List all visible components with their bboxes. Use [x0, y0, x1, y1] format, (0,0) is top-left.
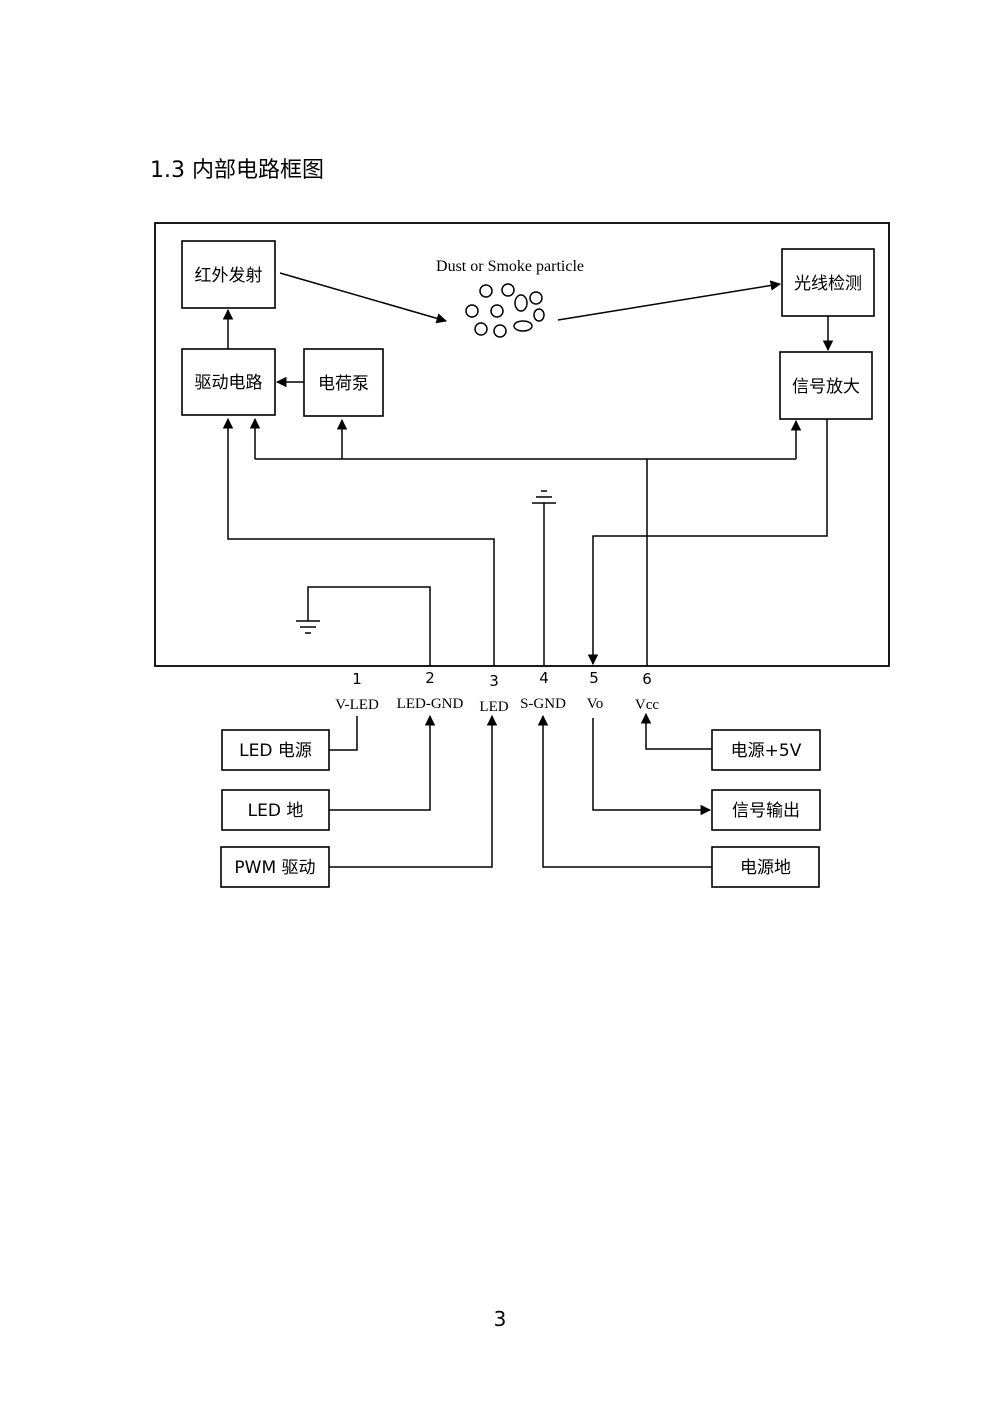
pin-name: LED [479, 699, 508, 715]
led-power-label: LED 电源 [239, 741, 312, 761]
ir-emitter-block: 红外发射 [181, 240, 276, 309]
led-ground-label: LED 地 [248, 801, 304, 821]
pin-number: 2 [425, 669, 435, 687]
power-ground-wire [537, 714, 712, 868]
light-detect-label: 光线检测 [794, 274, 862, 294]
drive-circuit-block: 驱动电路 [181, 348, 276, 416]
sensor-enclosure [154, 222, 890, 667]
power-ground-label: 电源地 [740, 858, 791, 878]
power-5v-box: 电源+5V [711, 729, 821, 771]
emitted-light-arrow [279, 272, 448, 324]
charge-pump-block: 电荷泵 [303, 348, 384, 417]
charge-pump-label: 电荷泵 [318, 374, 369, 394]
pin-name: Vo [587, 696, 603, 712]
pin-number: 5 [589, 669, 599, 687]
pin-number: 4 [539, 669, 549, 687]
led-power-wire [329, 716, 358, 751]
page-number: 3 [493, 1307, 507, 1331]
pwm-drive-box: PWM 驱动 [220, 846, 330, 888]
ground-icon [296, 620, 320, 634]
particle-label: Dust or Smoke particle [436, 258, 584, 275]
ir-emitter-label: 红外发射 [195, 266, 263, 286]
power-ground-box: 电源地 [711, 846, 820, 888]
pin-name: LED-GND [397, 696, 464, 712]
led-power-box: LED 电源 [221, 729, 330, 771]
pin-number: 1 [352, 670, 362, 688]
led-ground-wire [329, 714, 436, 811]
signal-out-label: 信号输出 [732, 801, 800, 821]
scattered-light-arrow [557, 280, 782, 321]
pwm-drive-label: PWM 驱动 [234, 858, 315, 878]
signal-out-box: 信号输出 [711, 789, 821, 831]
pin-name: S-GND [520, 696, 566, 712]
drive-circuit-label: 驱动电路 [195, 373, 263, 393]
pin-number: 3 [489, 672, 499, 690]
power-5v-label: 电源+5V [731, 741, 802, 761]
signal-out-wire [592, 718, 712, 816]
ground-icon [532, 490, 556, 504]
pwm-drive-wire [329, 714, 498, 868]
led-ground-box: LED 地 [221, 789, 330, 831]
signal-amp-block: 信号放大 [779, 351, 873, 420]
pin-name: Vcc [635, 697, 659, 713]
pin-name: V-LED [335, 697, 379, 713]
signal-amp-label: 信号放大 [792, 377, 860, 397]
light-detect-block: 光线检测 [781, 248, 875, 317]
section-heading: 1.3 内部电路框图 [150, 158, 324, 183]
pin-number: 6 [642, 670, 652, 688]
power-5v-wire [640, 712, 712, 750]
particle-cloud-icon [465, 283, 545, 338]
